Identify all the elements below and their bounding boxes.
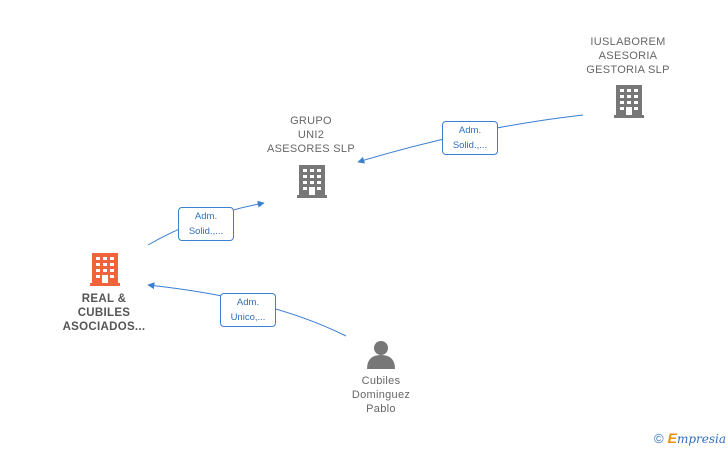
person-icon[interactable] (367, 341, 395, 369)
copyright-symbol: © (654, 431, 664, 446)
empresia-credit[interactable]: ©Empresia (654, 430, 726, 446)
edge-label-iuslaborem-grupo[interactable]: Adm. Solid.,... (442, 121, 498, 155)
building-icon[interactable] (90, 253, 120, 286)
empresia-logo-initial: E (667, 430, 677, 446)
node-label-grupo[interactable]: GRUPO UNI2 ASESORES SLP (267, 115, 355, 155)
edge-label-cubiles-real[interactable]: Adm. Unico,... (220, 293, 276, 327)
node-label-iuslaborem[interactable]: IUSLABOREM ASESORIA GESTORIA SLP (586, 36, 670, 76)
edge-label-grupo-real[interactable]: Adm. Solid.,... (178, 207, 234, 241)
building-icon[interactable] (614, 85, 644, 118)
empresia-logo-text: mpresia (676, 432, 726, 446)
node-label-real[interactable]: REAL & CUBILES ASOCIADOS... (62, 293, 146, 333)
node-label-cubiles[interactable]: Cubiles Dominguez Pablo (351, 375, 411, 415)
building-icon[interactable] (297, 165, 327, 198)
